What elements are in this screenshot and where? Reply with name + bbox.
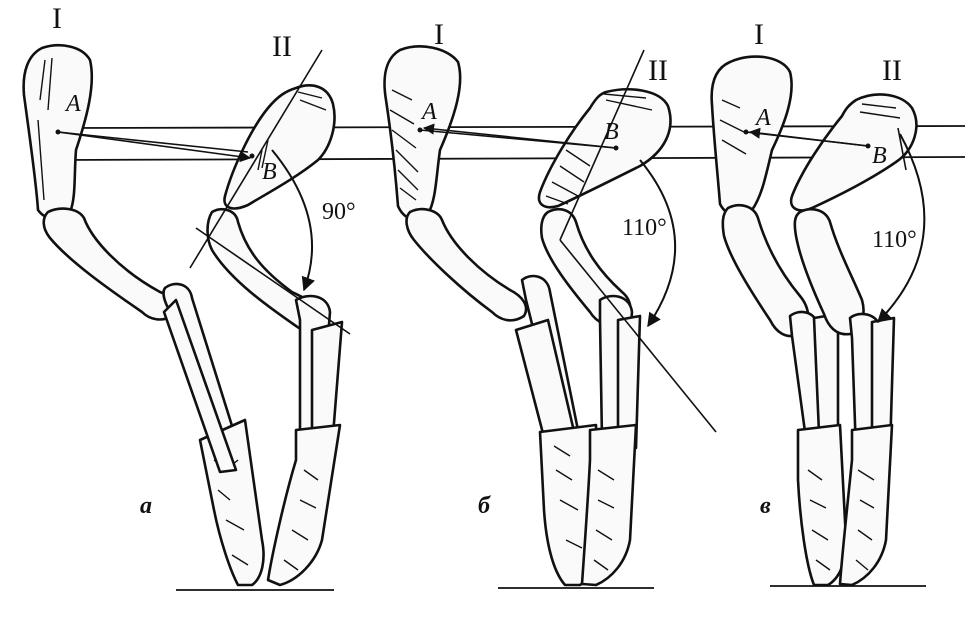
- ground-lines: [176, 585, 926, 591]
- point-label-b-c: B: [872, 143, 887, 169]
- limb-label-ii-a: II: [272, 30, 292, 63]
- limb-label-i-b: I: [434, 18, 444, 51]
- point-label-b-a: B: [262, 159, 277, 185]
- point-label-a-b: A: [422, 99, 437, 125]
- panel-label-a: а: [140, 493, 152, 519]
- point-label-a-c: A: [756, 105, 771, 131]
- limb-label-i-c: I: [754, 18, 764, 51]
- angle-label-c: 110°: [872, 227, 917, 253]
- panel-label-b: б: [478, 493, 490, 519]
- panel-a-geometry: [55, 49, 351, 335]
- panel-a-limb-ii: [206, 84, 344, 587]
- panel-c-geometry: [743, 127, 926, 324]
- point-label-a-a: A: [66, 91, 81, 117]
- angle-label-a: 90°: [322, 199, 356, 225]
- limb-label-i-a: I: [52, 2, 62, 35]
- limb-label-ii-b: II: [648, 54, 668, 87]
- panel-c-limb-i: [710, 55, 848, 587]
- panel-b-limb-i: [383, 45, 602, 587]
- point-label-b-b: B: [604, 119, 619, 145]
- panel-label-c: в: [760, 493, 771, 519]
- panel-c-limb-ii: [789, 93, 918, 587]
- angle-label-b: 110°: [622, 215, 667, 241]
- panel-b-limb-ii: [537, 88, 672, 587]
- limb-label-ii-c: II: [882, 54, 902, 87]
- panel-b-geometry: [417, 49, 717, 433]
